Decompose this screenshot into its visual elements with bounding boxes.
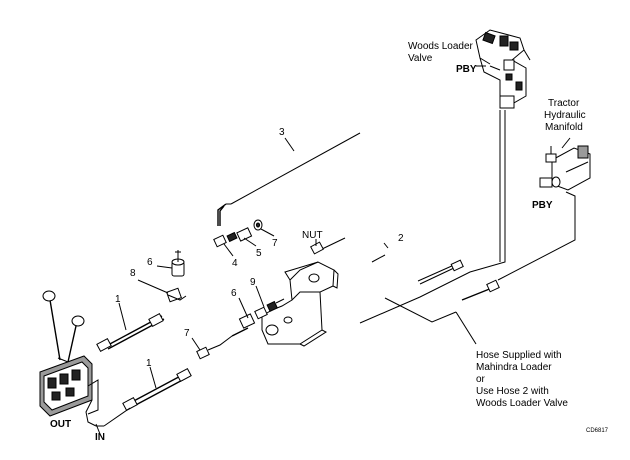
fitting-group-6-9 xyxy=(231,285,285,337)
manifold-label-1: Tractor xyxy=(548,98,580,109)
hose-to-woods-valve xyxy=(359,110,576,324)
woods-valve-label-2: Valve xyxy=(408,53,433,64)
callout-part-6-mid: 6 xyxy=(231,288,237,299)
callout-tube-1-upper: 1 xyxy=(115,294,121,305)
descriptive-labels: Woods Loader Valve Tractor Hydraulic Man… xyxy=(408,41,609,434)
tube-1-upper xyxy=(96,302,165,353)
callout-part-7-top: 7 xyxy=(272,238,278,249)
callout-part-7-low: 7 xyxy=(184,328,190,339)
callout-pby-top: PBY xyxy=(456,64,477,75)
tube-1-lower xyxy=(122,366,192,412)
hose-3 xyxy=(217,132,361,226)
manifold-label-3: Manifold xyxy=(545,122,583,133)
figure-code: CD6817 xyxy=(586,428,609,434)
loader-control-valve xyxy=(39,290,104,427)
hose-lower-return xyxy=(95,407,131,435)
hose-note-bracket xyxy=(384,297,477,345)
callout-part-4: 4 xyxy=(232,258,238,269)
callout-nut: NUT xyxy=(302,230,323,241)
fitting-group-6-8 xyxy=(137,250,187,303)
hose-note-line-4: Use Hose 2 with xyxy=(476,386,549,397)
mounting-bracket xyxy=(261,261,339,347)
woods-valve-label-1: Woods Loader xyxy=(408,41,474,52)
callout-part-8: 8 xyxy=(130,268,136,279)
hose-note-line-3: or xyxy=(476,374,486,385)
callout-in: IN xyxy=(95,432,105,443)
fitting-group-4-5-7 xyxy=(213,219,275,257)
callout-part-5: 5 xyxy=(256,248,262,259)
hose-note-line-2: Mahindra Loader xyxy=(476,362,552,373)
callout-labels: 3 2 NUT 4 5 7 6 8 9 6 7 1 1 OUT IN PBY P… xyxy=(50,64,553,443)
hose-2-center xyxy=(310,237,389,263)
tractor-hydraulic-manifold xyxy=(539,137,591,191)
callout-hose-3: 3 xyxy=(279,127,285,138)
callout-part-9: 9 xyxy=(250,277,256,288)
callout-out: OUT xyxy=(50,419,71,430)
manifold-label-2: Hydraulic xyxy=(544,110,586,121)
hose-note-line-1: Hose Supplied with xyxy=(476,350,562,361)
woods-loader-valve xyxy=(475,29,531,109)
fitting-7-low xyxy=(191,335,233,360)
callout-tube-1-lower: 1 xyxy=(146,358,152,369)
callout-hose-2: 2 xyxy=(398,233,404,244)
hose-note-line-5: Woods Loader Valve xyxy=(476,398,568,409)
callout-part-6-top: 6 xyxy=(147,257,153,268)
callout-pby-right: PBY xyxy=(532,200,553,211)
